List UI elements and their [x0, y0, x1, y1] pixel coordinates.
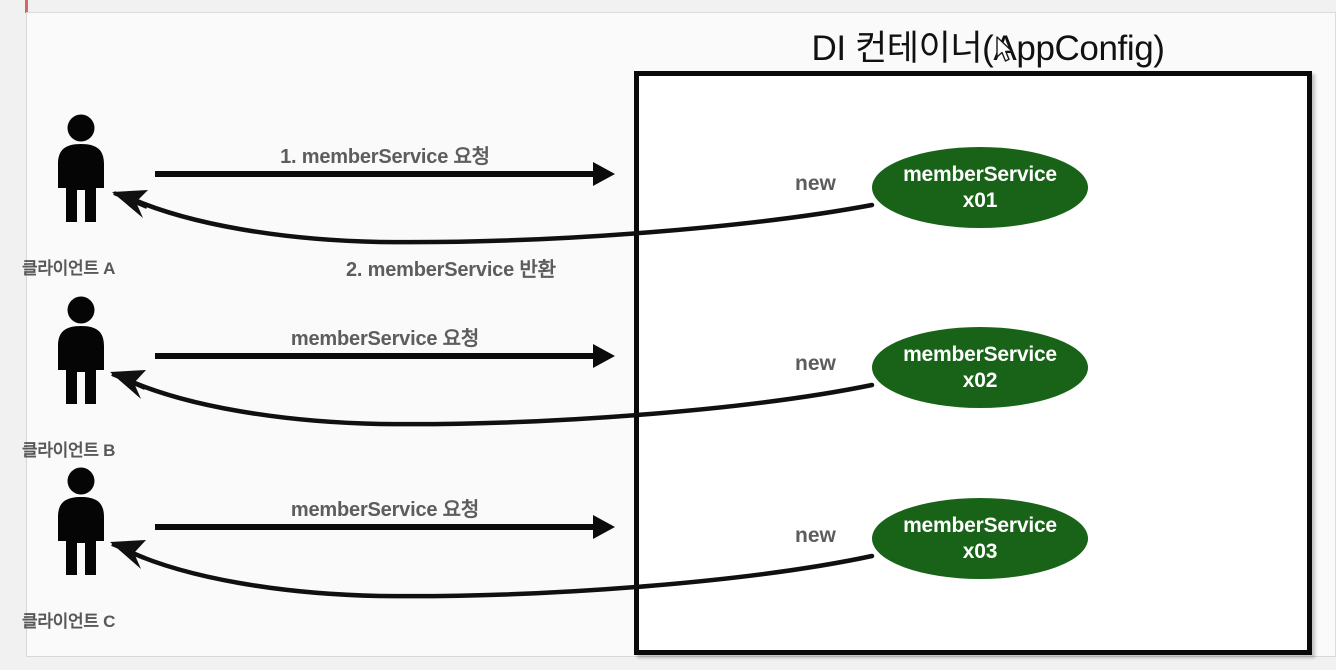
request-arrow-head	[593, 344, 615, 368]
page-title: DI 컨테이너(AppConfig)	[811, 29, 1165, 68]
bean-name-a: memberService	[903, 162, 1057, 186]
bean-name-c: memberService	[903, 513, 1057, 537]
request-label-a: 1. memberService 요청	[280, 146, 490, 168]
bean-instance-c: x03	[962, 539, 998, 563]
bean-ellipse-c: memberService x03	[872, 498, 1088, 579]
bean-ellipse-b: memberService x02	[872, 327, 1088, 408]
client-label-c: 클라이언트 C	[22, 612, 116, 631]
red-edit-caret	[25, 0, 28, 13]
client-label-a: 클라이언트 A	[22, 259, 116, 278]
request-arrow-b: memberService 요청	[155, 322, 615, 382]
new-label-b: new	[795, 352, 836, 375]
return-label-a: 2. memberService 반환	[346, 259, 556, 281]
client-group-b: 클라이언트 B	[22, 296, 242, 460]
person-icon	[58, 467, 104, 575]
request-label-b: memberService 요청	[290, 328, 480, 350]
request-arrow-line	[155, 171, 595, 177]
client-label-b: 클라이언트 B	[22, 441, 116, 460]
request-arrow-head	[593, 515, 615, 539]
bean-instance-a: x01	[962, 188, 998, 212]
request-arrow-line	[155, 353, 595, 359]
person-icon	[58, 114, 104, 222]
client-group-c: 클라이언트 C	[22, 467, 242, 631]
request-arrow-head	[593, 162, 615, 186]
request-label-c: memberService 요청	[290, 499, 480, 521]
bean-ellipse-a: memberService x01	[872, 147, 1088, 228]
new-label-c: new	[795, 524, 836, 547]
client-group-a: 클라이언트 A	[22, 114, 242, 278]
request-arrow-a: 1. memberService 요청	[155, 140, 615, 200]
person-icon	[58, 296, 104, 404]
bean-name-b: memberService	[903, 342, 1057, 366]
bean-instance-b: x02	[962, 368, 998, 392]
mouse-pointer-icon	[996, 36, 1013, 62]
request-arrow-c: memberService 요청	[155, 493, 615, 553]
new-label-a: new	[795, 172, 836, 195]
request-arrow-line	[155, 524, 595, 530]
